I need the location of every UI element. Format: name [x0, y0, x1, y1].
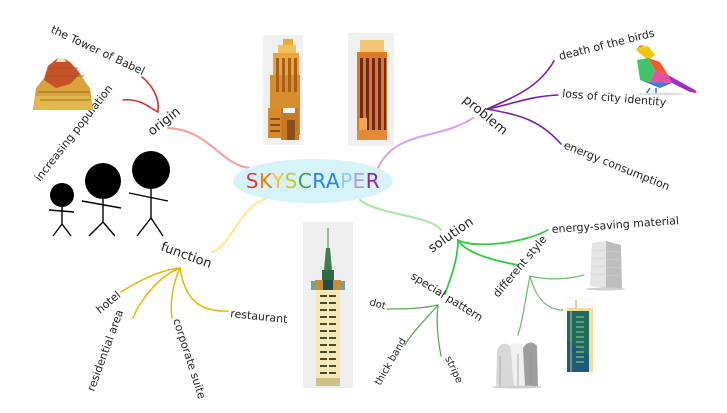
title-letter: E — [353, 169, 366, 193]
connector-tower-of-babel — [141, 76, 160, 113]
title-letter: R — [366, 169, 380, 193]
node-death-of-birds[interactable]: death of the birds — [558, 27, 656, 63]
connector-loss-identity — [486, 94, 559, 110]
node-special-pattern[interactable]: special pattern — [408, 270, 485, 325]
connector-death-of-birds — [486, 60, 555, 110]
connector-function — [211, 197, 269, 253]
title-letter: A — [326, 169, 340, 193]
central-topic[interactable]: SKYSCRAPER — [233, 159, 393, 203]
connector-stripe — [436, 304, 442, 357]
title-letter: Y — [271, 169, 285, 193]
connector-special-pattern — [444, 239, 459, 295]
node-stripe[interactable]: stripe — [442, 355, 464, 386]
orange-skyscraper-image — [348, 33, 394, 146]
title-letter: S — [285, 169, 298, 193]
title-letter: C — [298, 169, 312, 193]
node-thick-band[interactable]: thick band — [373, 336, 409, 387]
node-energy-saving-material[interactable]: energy-saving material — [551, 214, 679, 236]
stick-figures-image — [48, 151, 170, 237]
central-topic-bubble — [233, 159, 393, 203]
branch-label-problem[interactable]: problem — [459, 93, 510, 139]
node-loss-of-city-identity[interactable]: loss of city identity — [562, 87, 667, 109]
golden-skyscraper-image — [263, 35, 303, 145]
connector-residential — [132, 267, 181, 319]
connector-style-arched — [517, 275, 531, 336]
connector-dot — [386, 304, 439, 310]
bird-image — [636, 45, 697, 96]
connector-hotel — [120, 267, 181, 293]
node-energy-consumption[interactable]: energy consumption — [562, 139, 672, 193]
spire-skyscraper-image — [303, 222, 353, 388]
title-letter: P — [340, 169, 353, 193]
connector-problem — [376, 116, 475, 170]
node-corporate-suite[interactable]: corporate suite — [170, 317, 208, 401]
title-letter: K — [259, 169, 273, 193]
white-twin-tower-image — [586, 241, 626, 291]
connector-restaurant — [179, 267, 229, 312]
node-restaurant[interactable]: restaurant — [230, 307, 289, 326]
connector-corporate — [170, 267, 181, 319]
central-topic-label: SKYSCRAPER — [246, 169, 380, 193]
branch-label-origin[interactable]: origin — [145, 105, 183, 140]
branch-label-function[interactable]: function — [159, 240, 214, 272]
connector-style-white-tower — [529, 274, 585, 280]
connector-origin — [166, 126, 252, 170]
title-letter: R — [312, 169, 326, 193]
node-dot[interactable]: dot — [368, 297, 387, 312]
connector-style-green-tower — [529, 275, 564, 311]
title-letter: S — [246, 169, 259, 193]
tower-of-babel-image — [33, 58, 93, 110]
connector-solution — [358, 198, 443, 232]
connector-different-style — [457, 239, 519, 266]
connector-energy-consumption — [486, 108, 562, 145]
arched-white-building-image — [492, 342, 542, 389]
node-residential-area[interactable]: residential area — [85, 308, 127, 393]
connector-increasing-population — [122, 98, 159, 113]
connector-energy-saving — [457, 229, 549, 246]
green-glass-tower-image — [564, 297, 596, 373]
connector-thick-band — [404, 304, 439, 346]
